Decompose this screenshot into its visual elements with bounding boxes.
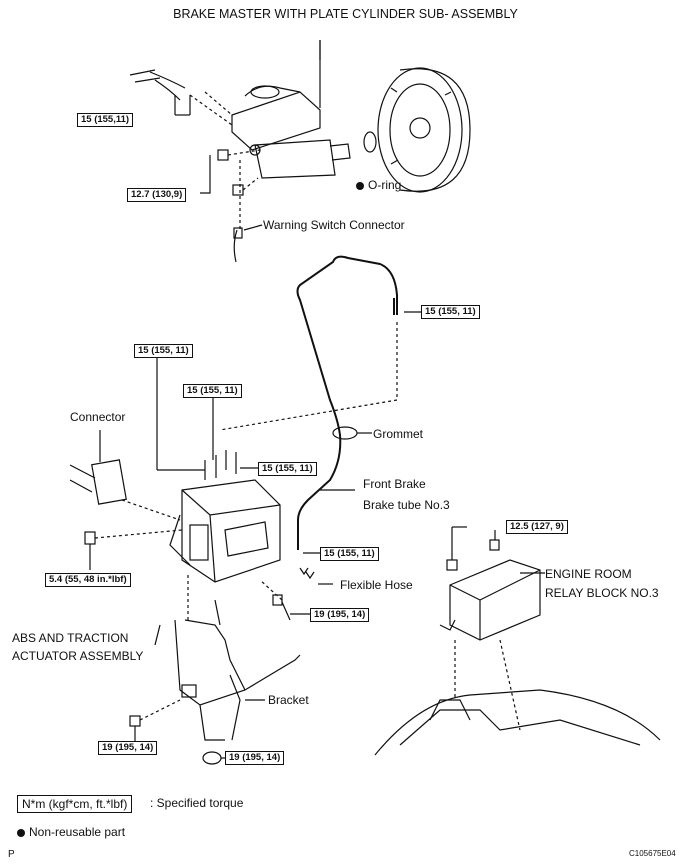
torque-label: 12.5 (127, 9) — [506, 520, 568, 534]
torque-label: 19 (195, 14) — [98, 741, 158, 755]
torque-label: 15 (155, 11) — [320, 547, 379, 561]
diagram-title: BRAKE MASTER WITH PLATE CYLINDER SUB- AS… — [173, 7, 518, 21]
relay-block-label: RELAY BLOCK NO.3 — [545, 586, 659, 600]
warning-switch-label: Warning Switch Connector — [263, 218, 405, 232]
bracket — [174, 599, 301, 741]
torque-label: 15 (155, 11) — [258, 462, 317, 476]
torque-label: 15 (155, 11) — [134, 344, 193, 358]
torque-label: 5.4 (55, 48 in.*lbf) — [45, 573, 131, 587]
torque-label: 15 (155, 11) — [183, 384, 242, 398]
connector-label: Connector — [70, 410, 126, 424]
abs-label-line2: ACTUATOR ASSEMBLY — [12, 649, 144, 663]
abs-actuator — [169, 479, 281, 583]
engine-room-relay-block — [439, 539, 541, 641]
torque-legend-box: N*m (kgf*cm, ft.*lbf) — [17, 795, 133, 813]
torque-label: 15 (155,11) — [77, 113, 134, 127]
bracket-label: Bracket — [268, 693, 309, 707]
non-reusable-text: Non-reusable part — [29, 825, 126, 839]
non-reusable-dot-icon — [17, 829, 25, 837]
non-reusable-legend: Non-reusable part — [17, 825, 125, 839]
o-ring-text: O-ring — [368, 178, 402, 192]
flexible-hose-label: Flexible Hose — [340, 578, 413, 592]
figure-code: C105675E04 — [629, 849, 676, 858]
torque-legend-text: : Specified torque — [150, 796, 244, 810]
footer-left: P — [8, 849, 15, 860]
brake-tube-label: Brake tube No.3 — [363, 498, 450, 512]
non-reusable-dot-icon — [356, 182, 364, 190]
torque-label: 19 (195, 14) — [310, 608, 370, 622]
master-cylinder — [231, 40, 351, 179]
torque-label: 15 (155, 11) — [421, 305, 480, 319]
grommet-label: Grommet — [373, 427, 424, 441]
o-ring-label: O-ring — [356, 178, 401, 192]
torque-label: 12.7 (130,9) — [127, 188, 187, 202]
engine-room-label: ENGINE ROOM — [545, 567, 632, 581]
front-brake-label: Front Brake — [363, 477, 426, 491]
torque-label: 19 (195, 14) — [225, 751, 285, 765]
abs-label-line1: ABS AND TRACTION — [12, 631, 129, 645]
brake-booster — [377, 67, 471, 193]
o-ring — [363, 131, 377, 153]
